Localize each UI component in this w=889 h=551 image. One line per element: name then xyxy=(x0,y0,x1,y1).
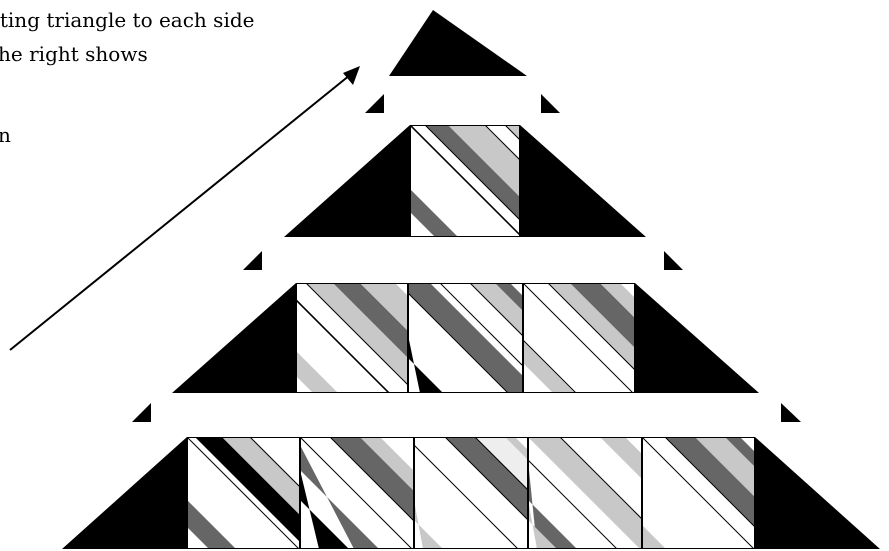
corner-triangle-2r xyxy=(664,251,683,270)
setting-triangle xyxy=(755,437,880,549)
row-2 xyxy=(172,283,759,393)
corner-triangle-3l xyxy=(132,403,151,422)
setting-triangle xyxy=(172,283,296,393)
setting-triangle xyxy=(520,125,646,237)
setting-triangle xyxy=(62,437,187,549)
corner-triangle-1r xyxy=(541,94,560,113)
row-3 xyxy=(62,437,880,549)
top-setting-triangle xyxy=(389,10,527,76)
arrow-head xyxy=(343,66,360,85)
corner-triangle-2l xyxy=(243,251,262,270)
corner-triangle-1l xyxy=(365,94,384,113)
row-1 xyxy=(284,125,646,237)
corner-triangle-3r xyxy=(781,403,801,422)
setting-triangle xyxy=(635,283,759,393)
setting-triangle xyxy=(284,125,410,237)
